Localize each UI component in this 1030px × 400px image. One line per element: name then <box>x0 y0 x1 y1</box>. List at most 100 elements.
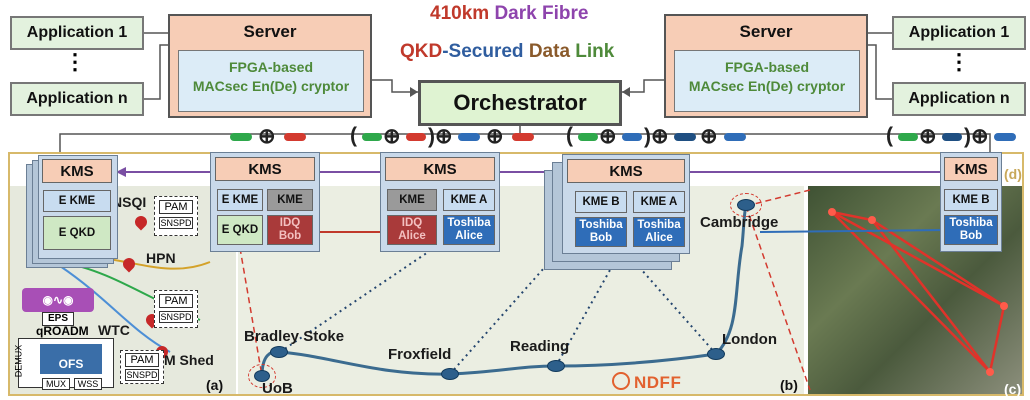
right-application-1[interactable]: Application 1 <box>892 16 1026 50</box>
kme-b[interactable]: KME B <box>575 191 627 213</box>
left-application-1[interactable]: Application 1 <box>10 16 144 50</box>
key-icon-blue <box>622 133 642 141</box>
panel-a-label: (a) <box>206 377 224 393</box>
key-icon-navy <box>942 133 962 141</box>
ofs-label: OFS <box>58 357 84 371</box>
idq-alice[interactable]: IDQ Alice <box>387 215 437 245</box>
key-icon-green <box>898 133 918 141</box>
kme-b[interactable]: KME B <box>944 189 998 211</box>
pam-box-nsqi: PAM SNSPD <box>154 196 198 236</box>
node-bradley-stoke[interactable] <box>270 346 288 358</box>
xor-symbol: ⊕ <box>919 125 937 148</box>
right-application-n[interactable]: Application n <box>892 82 1026 116</box>
toshiba-bob[interactable]: Toshiba Bob <box>575 217 627 247</box>
key-ops-row: ⊕ ( ⊕ )⊕ ⊕ ( ⊕ )⊕ ⊕ ( ⊕ )⊕ <box>226 124 1026 152</box>
key-icon-navy <box>674 133 696 141</box>
paren-open: ( <box>350 124 357 147</box>
left-server-title: Server <box>243 22 297 41</box>
panel-d-label: (d) <box>1004 166 1022 182</box>
node-london[interactable] <box>707 348 725 360</box>
city-froxfield: Froxfield <box>388 346 452 363</box>
kme-idq[interactable]: KME <box>387 189 437 211</box>
xor-symbol: ⊕ <box>383 125 401 148</box>
cambridge-highlight-ring <box>730 193 762 217</box>
pam-label: PAM <box>125 353 159 367</box>
pam-box-mshed: PAM SNSPD <box>120 350 164 384</box>
mux-box: MUX <box>42 378 70 390</box>
label-nsqi: NSQI <box>112 194 147 210</box>
left-application-n[interactable]: Application n <box>10 82 144 116</box>
eps-wave-icon: ◉∿◉ <box>42 293 74 307</box>
title-link: Link <box>570 41 615 62</box>
label-mshed: M Shed <box>164 352 214 368</box>
kms-node-2[interactable]: KMS E KME KME E QKD IDQ Bob <box>210 152 320 252</box>
key-icon-blue <box>724 133 746 141</box>
kms-header: KMS <box>944 157 998 181</box>
kms-node-3[interactable]: KMS KME KME A IDQ Alice Toshiba Alice <box>380 152 500 252</box>
city-uob: UoB <box>262 380 293 397</box>
left-fpga-line2: MACsec En(De) cryptor <box>192 78 350 94</box>
city-bradley-stoke: Bradley Stoke <box>244 328 345 345</box>
title-secured: -Secured <box>442 41 524 62</box>
kme-a[interactable]: KME A <box>633 191 685 213</box>
snspd-label: SNSPD <box>159 217 193 229</box>
wss-box: WSS <box>74 378 102 390</box>
city-reading: Reading <box>510 338 570 355</box>
snspd-label: SNSPD <box>159 311 193 323</box>
paren-open: ( <box>886 124 893 147</box>
pam-box-wtc: PAM SNSPD <box>154 290 198 328</box>
toshiba-bob[interactable]: Toshiba Bob <box>944 215 998 245</box>
left-fpga-line1: FPGA-based <box>228 59 313 75</box>
city-cambridge: Cambridge <box>700 214 779 231</box>
ndff-logo-mark <box>612 372 630 390</box>
kms-node-4[interactable]: KMS KME B KME A Toshiba Bob Toshiba Alic… <box>562 154 690 254</box>
node-froxfield[interactable] <box>441 368 459 380</box>
idq-bob[interactable]: IDQ Bob <box>267 215 313 245</box>
kme-a[interactable]: KME A <box>443 189 495 211</box>
left-server: Server FPGA-based MACsec En(De) cryptor <box>168 14 372 118</box>
paren-open: ( <box>566 124 573 147</box>
label-hpn: HPN <box>146 250 176 266</box>
key-icon-red <box>284 133 306 141</box>
kms-header: KMS <box>567 159 685 183</box>
node-reading[interactable] <box>547 360 565 372</box>
qkd-e[interactable]: E QKD <box>43 216 111 250</box>
panel-c-label: (c) <box>1004 381 1022 397</box>
paren-close-xor: )⊕ <box>964 125 989 148</box>
title-line2: QKD-Secured Data Link <box>400 41 614 63</box>
key-icon-blue <box>994 133 1016 141</box>
uob-highlight-ring <box>248 364 276 388</box>
key-icon-green <box>230 133 252 141</box>
kme-e[interactable]: E KME <box>43 190 111 212</box>
key-icon-red <box>406 133 426 141</box>
pam-label: PAM <box>159 200 193 214</box>
city-london: London <box>722 331 777 348</box>
title-distance: 410km <box>430 3 490 24</box>
toshiba-alice[interactable]: Toshiba Alice <box>443 215 495 245</box>
qkd-e[interactable]: E QKD <box>217 215 263 245</box>
left-fpga-cryptor: FPGA-based MACsec En(De) cryptor <box>178 50 364 112</box>
title-line1: 410km Dark Fibre <box>430 3 588 25</box>
kme-idq[interactable]: KME <box>267 189 313 211</box>
ofs-switch: OFS <box>40 344 102 374</box>
demux-label: DEMUX <box>13 344 24 378</box>
right-fpga-cryptor: FPGA-based MACsec En(De) cryptor <box>674 50 860 112</box>
title-data: Data <box>523 41 571 62</box>
kme-e[interactable]: E KME <box>217 189 263 211</box>
label-wtc: WTC <box>98 322 130 338</box>
kms-node-5[interactable]: KMS KME B Toshiba Bob <box>940 152 1002 252</box>
right-fpga-line1: FPGA-based <box>724 59 809 75</box>
paren-close-xor: )⊕ <box>428 125 453 148</box>
eps-label: EPS <box>42 312 74 326</box>
title-fibre: Dark Fibre <box>489 3 589 24</box>
kms-header: KMS <box>215 157 315 181</box>
key-icon-green <box>578 133 598 141</box>
panel-d-frame <box>8 152 1024 396</box>
orchestrator[interactable]: Orchestrator <box>418 80 622 126</box>
toshiba-alice[interactable]: Toshiba Alice <box>633 217 685 247</box>
eps-source: ◉∿◉ <box>22 288 94 312</box>
xor-symbol: ⊕ <box>599 125 617 148</box>
key-icon-green <box>362 133 382 141</box>
kms-node-1[interactable]: KMS E KME E QKD <box>38 155 118 259</box>
